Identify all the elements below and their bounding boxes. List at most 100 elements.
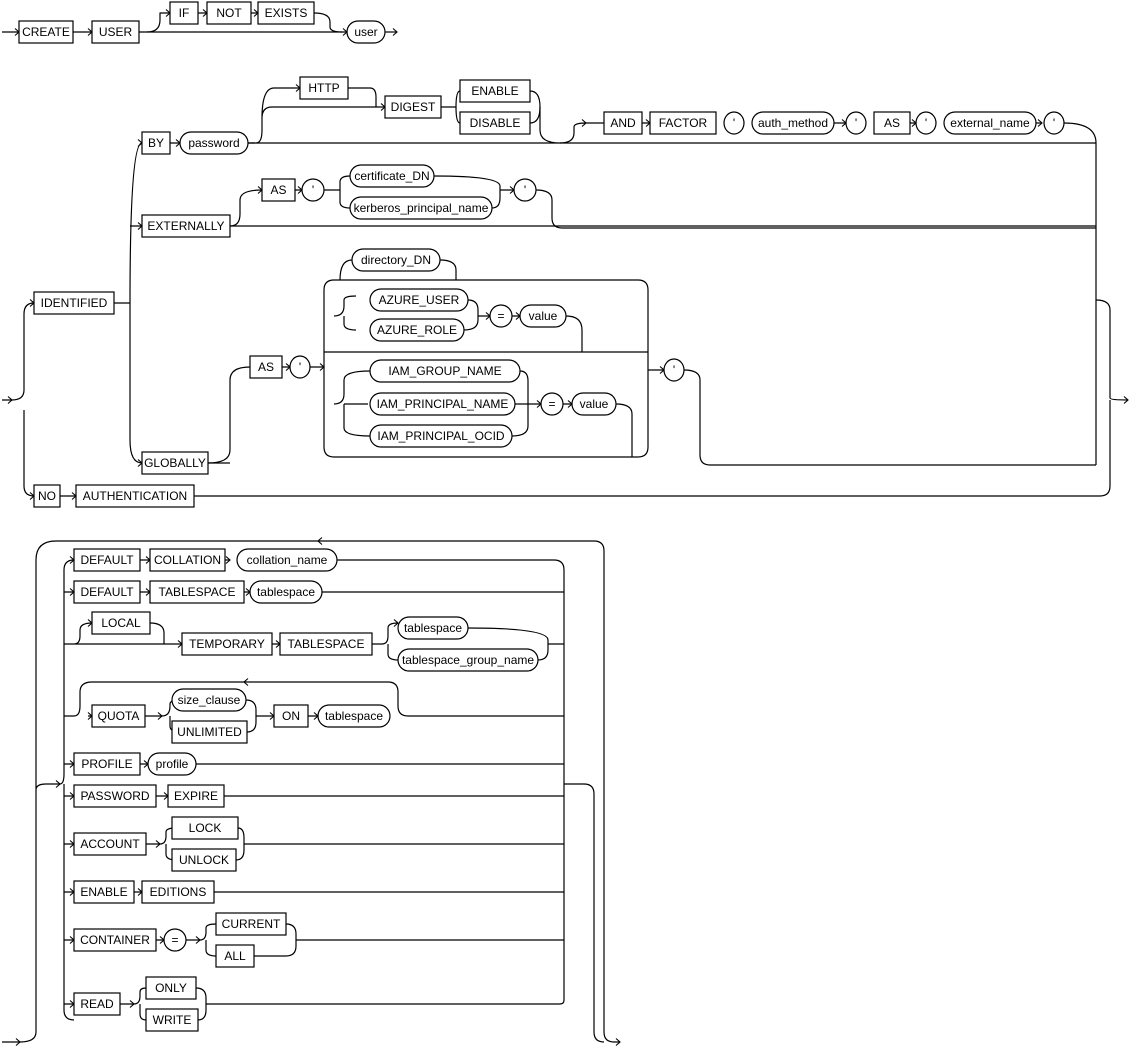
all-keyword-label: ALL [224, 949, 246, 963]
quote-2-label: ' [855, 116, 857, 130]
if-keyword: IF [169, 1, 199, 25]
tablespace-keyword-temporary-label: TABLESPACE [288, 637, 365, 651]
all-keyword: ALL [215, 944, 255, 968]
on-keyword-label: ON [282, 709, 300, 723]
by-keyword: BY [141, 131, 171, 155]
user-nonterminal: user [346, 20, 386, 44]
local-keyword-label: LOCAL [101, 616, 141, 630]
auth-method-nonterminal-label: auth_method [758, 116, 828, 130]
equals-azure-label: = [497, 309, 504, 323]
expire-keyword-label: EXPIRE [174, 789, 218, 803]
user-keyword: USER [91, 20, 140, 44]
profile-keyword-label: PROFILE [81, 757, 132, 771]
as-keyword-factor: AS [873, 111, 911, 135]
unlimited-keyword-label: UNLIMITED [177, 725, 242, 739]
equals-iam-label: = [548, 397, 555, 411]
temporary-keyword: TEMPORARY [181, 632, 273, 656]
value-iam: value [571, 392, 617, 416]
iam-principal-ocid-keyword: IAM_PRINCIPAL_OCID [369, 424, 513, 448]
http-keyword: HTTP [299, 76, 349, 100]
tablespace-nonterminal-quota: tablespace [317, 704, 391, 728]
default-keyword-collation: DEFAULT [73, 548, 141, 572]
http-keyword-label: HTTP [308, 81, 339, 95]
quote-1: ' [723, 111, 745, 135]
collation-keyword-label: COLLATION [154, 553, 221, 567]
container-keyword-label: CONTAINER [80, 933, 150, 947]
no-keyword: NO [33, 484, 61, 508]
authentication-keyword: AUTHENTICATION [75, 484, 195, 508]
azure-role-keyword-label: AZURE_ROLE [377, 323, 457, 337]
certificate-dn-nonterminal: certificate_DN [349, 164, 435, 188]
equals-iam: = [540, 392, 564, 416]
default-keyword-tablespace: DEFAULT [73, 580, 141, 604]
azure-role-keyword: AZURE_ROLE [369, 318, 465, 342]
account-keyword: ACCOUNT [73, 832, 147, 856]
iam-principal-name-keyword-label: IAM_PRINCIPAL_NAME [377, 397, 509, 411]
globally-keyword: GLOBALLY [141, 451, 209, 475]
local-keyword: LOCAL [91, 611, 151, 635]
user-nonterminal-label: user [354, 25, 377, 39]
write-keyword-label: WRITE [153, 1013, 192, 1027]
size-clause-nonterminal: size_clause [171, 688, 247, 712]
azure-user-keyword: AZURE_USER [369, 288, 469, 312]
quote-6: ' [513, 178, 537, 202]
no-keyword-label: NO [38, 489, 56, 503]
by-keyword-label: BY [148, 136, 164, 150]
lock-keyword-label: LOCK [189, 821, 222, 835]
default-keyword-tablespace-label: DEFAULT [80, 585, 134, 599]
tablespace-group-name-nonterminal: tablespace_group_name [397, 648, 539, 672]
auth-method-nonterminal: auth_method [751, 111, 835, 135]
unlimited-keyword: UNLIMITED [171, 720, 248, 744]
current-keyword-label: CURRENT [222, 917, 281, 931]
editions-keyword: EDITIONS [141, 880, 215, 904]
as-keyword-globally-label: AS [258, 360, 274, 374]
quote-8: ' [663, 358, 685, 382]
default-keyword-collation-label: DEFAULT [80, 553, 134, 567]
tablespace-keyword-default: TABLESPACE [149, 580, 245, 604]
only-keyword: ONLY [145, 976, 197, 1000]
tablespace-keyword-temporary: TABLESPACE [279, 632, 373, 656]
identified-keyword-label: IDENTIFIED [41, 296, 108, 310]
enable-keyword-label: ENABLE [471, 84, 518, 98]
quote-1-label: ' [733, 116, 735, 130]
certificate-dn-nonterminal-label: certificate_DN [354, 169, 429, 183]
tablespace-group-name-nonterminal-label: tablespace_group_name [402, 653, 534, 667]
profile-nonterminal: profile [147, 752, 197, 776]
only-keyword-label: ONLY [155, 981, 187, 995]
password-keyword-label: PASSWORD [80, 789, 149, 803]
tablespace-nonterminal-temporary-label: tablespace [404, 621, 462, 635]
as-keyword-factor-label: AS [884, 116, 900, 130]
enable-keyword-editions-label: ENABLE [80, 885, 127, 899]
and-keyword: AND [603, 111, 643, 135]
iam-group-name-keyword-label: IAM_GROUP_NAME [388, 364, 501, 378]
not-keyword-label: NOT [216, 6, 242, 20]
equals-container-label: = [171, 933, 178, 947]
tablespace-nonterminal-quota-label: tablespace [325, 709, 383, 723]
exists-keyword-label: EXISTS [265, 6, 308, 20]
kerberos-principal-name-nonterminal-label: kerberos_principal_name [354, 201, 489, 215]
identified-keyword: IDENTIFIED [33, 291, 115, 315]
tablespace-nonterminal-default: tablespace [249, 580, 323, 604]
value-azure: value [519, 304, 567, 328]
read-keyword: READ [73, 992, 121, 1016]
as-keyword-externally-label: AS [270, 183, 286, 197]
collation-keyword: COLLATION [149, 548, 226, 572]
authentication-keyword-label: AUTHENTICATION [83, 489, 187, 503]
profile-nonterminal-label: profile [156, 757, 189, 771]
enable-keyword: ENABLE [459, 79, 531, 103]
read-keyword-label: READ [80, 997, 114, 1011]
quota-keyword-label: QUOTA [98, 709, 140, 723]
as-keyword-globally: AS [249, 355, 283, 379]
collation-name-nonterminal: collation_name [236, 548, 338, 572]
exists-keyword: EXISTS [257, 1, 315, 25]
write-keyword: WRITE [145, 1008, 199, 1032]
quote-8-label: ' [673, 363, 675, 377]
quota-keyword: QUOTA [91, 704, 146, 728]
factor-keyword: FACTOR [649, 111, 717, 135]
kerberos-principal-name-nonterminal: kerberos_principal_name [349, 196, 493, 220]
profile-keyword: PROFILE [73, 752, 141, 776]
quote-7: ' [289, 355, 311, 379]
not-keyword: NOT [206, 1, 252, 25]
